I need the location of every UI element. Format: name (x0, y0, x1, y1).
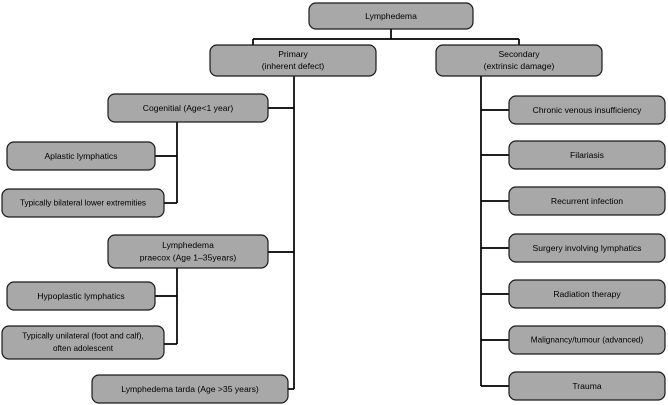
node-congenital[interactable]: Cogenitial (Age<1 year) (107, 93, 269, 123)
node-recurrent-infection[interactable]: Recurrent infection (508, 186, 666, 216)
node-primary[interactable]: Primary (inherent defect) (209, 44, 377, 77)
node-malignancy-tumour-box (508, 325, 666, 355)
node-aplastic-lymphatics-box (6, 141, 156, 171)
node-lymphedema[interactable]: Lymphedema (308, 2, 474, 30)
node-surgery-involving-lymphatics-box (508, 233, 666, 263)
node-typically-unilateral[interactable]: Typically unilateral (foot and calf), of… (1, 325, 165, 360)
node-hypoplastic-lymphatics[interactable]: Hypoplastic lymphatics (6, 281, 156, 311)
node-typically-bilateral-label: Typically bilateral lower extremities (20, 199, 146, 208)
node-primary-box (209, 44, 377, 77)
node-typically-bilateral-box (1, 188, 165, 218)
node-hypoplastic-lymphatics-box (6, 281, 156, 311)
node-recurrent-infection-label: Recurrent infection (551, 196, 623, 206)
node-chronic-venous-insufficiency[interactable]: Chronic venous insufficiency (508, 95, 666, 125)
node-radiation-therapy[interactable]: Radiation therapy (508, 279, 666, 309)
node-primary-label-line2: (inherent defect) (262, 61, 325, 71)
node-lymphedema-tarda-box (91, 374, 289, 404)
node-lymphedema-tarda-label: Lymphedema tarda (Age >35 years) (121, 384, 259, 394)
node-lymphedema-praecox-label-line2: praecox (Age 1–35years) (140, 252, 237, 262)
node-trauma[interactable]: Trauma (508, 371, 666, 401)
node-recurrent-infection-box (508, 186, 666, 216)
node-chronic-venous-insufficiency-label: Chronic venous insufficiency (533, 105, 642, 115)
node-lymphedema-label: Lymphedema (365, 11, 417, 21)
node-filariasis[interactable]: Filariasis (508, 140, 666, 170)
node-lymphedema-praecox-label-line1: Lymphedema (162, 240, 214, 250)
node-typically-unilateral-box (1, 325, 165, 360)
node-filariasis-box (508, 140, 666, 170)
node-secondary-label-line2: (extrinsic damage) (484, 61, 555, 71)
node-surgery-involving-lymphatics-label: Surgery involving lymphatics (533, 243, 642, 253)
node-hypoplastic-lymphatics-label: Hypoplastic lymphatics (37, 291, 124, 301)
node-secondary[interactable]: Secondary (extrinsic damage) (435, 44, 603, 77)
node-congenital-box (107, 93, 269, 123)
node-primary-label-line1: Primary (278, 49, 308, 59)
node-malignancy-tumour-label: Malignancy/tumour (advanced) (531, 336, 644, 345)
node-secondary-box (435, 44, 603, 77)
node-typically-bilateral[interactable]: Typically bilateral lower extremities (1, 188, 165, 218)
node-trauma-label: Trauma (572, 381, 602, 391)
node-surgery-involving-lymphatics[interactable]: Surgery involving lymphatics (508, 233, 666, 263)
node-trauma-box (508, 371, 666, 401)
node-secondary-label-line1: Secondary (498, 49, 540, 59)
node-malignancy-tumour[interactable]: Malignancy/tumour (advanced) (508, 325, 666, 355)
node-lymphedema-tarda[interactable]: Lymphedema tarda (Age >35 years) (91, 374, 289, 404)
node-lymphedema-box (308, 2, 474, 30)
node-typically-unilateral-label-line2: often adolescent (53, 344, 114, 353)
node-aplastic-lymphatics[interactable]: Aplastic lymphatics (6, 141, 156, 171)
node-chronic-venous-insufficiency-box (508, 95, 666, 125)
node-filariasis-label: Filariasis (570, 150, 604, 160)
node-radiation-therapy-box (508, 279, 666, 309)
node-lymphedema-praecox[interactable]: Lymphedema praecox (Age 1–35years) (107, 234, 269, 269)
node-aplastic-lymphatics-label: Aplastic lymphatics (44, 151, 117, 161)
node-typically-unilateral-label-line1: Typically unilateral (foot and calf), (22, 332, 144, 341)
node-congenital-label: Cogenitial (Age<1 year) (143, 103, 234, 113)
node-radiation-therapy-label: Radiation therapy (553, 289, 621, 299)
node-lymphedema-praecox-box (107, 234, 269, 269)
connector-layer (155, 29, 520, 390)
